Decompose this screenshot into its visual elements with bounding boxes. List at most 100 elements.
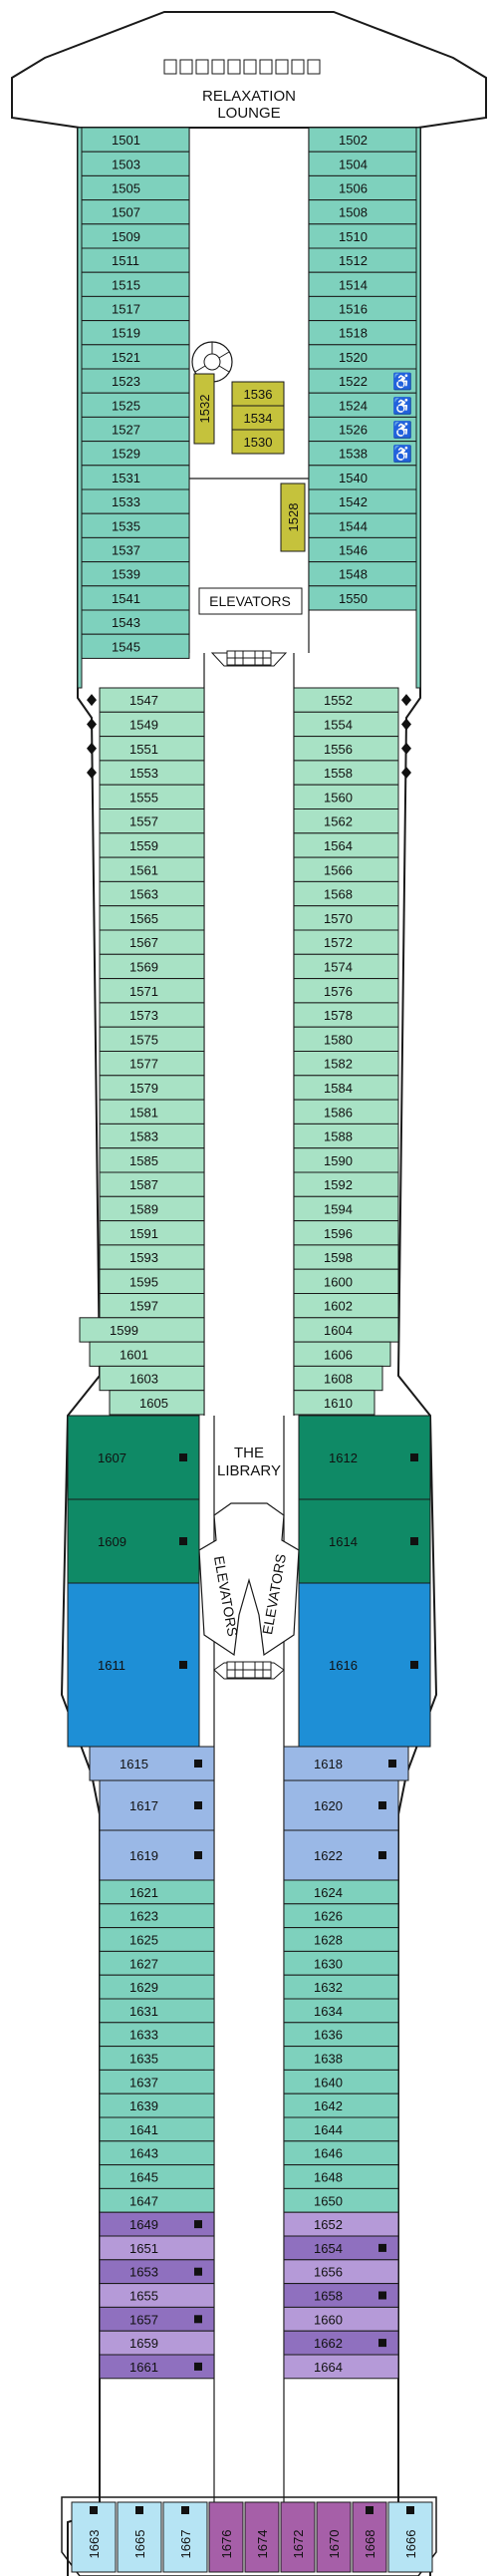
cabin-1526[interactable]: 1526♿ <box>308 416 417 443</box>
cabin-1523[interactable]: 1523 <box>81 368 190 394</box>
cabin-1610[interactable]: 1610 <box>293 1390 375 1416</box>
cabin-1614[interactable]: 1614 <box>298 1498 431 1584</box>
cabin-1602-box[interactable] <box>293 1293 399 1319</box>
cabin-1585[interactable]: 1585 <box>99 1147 205 1173</box>
cabin-1544[interactable]: 1544 <box>308 512 417 538</box>
cabin-1672-box[interactable] <box>280 2501 316 2573</box>
cabin-1575[interactable]: 1575 <box>99 1026 205 1052</box>
cabin-1578-box[interactable] <box>293 1002 399 1028</box>
cabin-1580-box[interactable] <box>293 1026 399 1052</box>
cabin-1571-box[interactable] <box>99 978 205 1004</box>
cabin-1540[interactable]: 1540 <box>308 465 417 490</box>
cabin-1505[interactable]: 1505 <box>81 174 190 201</box>
cabin-1534-box[interactable] <box>231 405 285 431</box>
cabin-1509[interactable]: 1509 <box>81 223 190 249</box>
cabin-1529[interactable]: 1529 <box>81 441 190 467</box>
cabin-1510-box[interactable] <box>308 223 417 249</box>
cabin-1527-box[interactable] <box>81 416 190 443</box>
cabin-1550[interactable]: 1550 <box>308 585 417 611</box>
cabin-1656[interactable]: 1656 <box>283 2259 399 2285</box>
cabin-1556-box[interactable] <box>293 736 399 762</box>
cabin-1520[interactable]: 1520 <box>308 344 417 370</box>
cabin-1608-box[interactable] <box>293 1365 383 1392</box>
cabin-1665[interactable]: 1665 <box>117 2501 162 2573</box>
cabin-1526-box[interactable] <box>308 416 417 443</box>
cabin-1626[interactable]: 1626 <box>283 1903 399 1929</box>
cabin-1593-box[interactable] <box>99 1244 205 1270</box>
cabin-1600[interactable]: 1600 <box>293 1268 399 1294</box>
cabin-1638[interactable]: 1638 <box>283 2046 399 2071</box>
cabin-1633[interactable]: 1633 <box>99 2022 215 2048</box>
cabin-1611-box[interactable] <box>67 1582 200 1748</box>
cabin-1600-box[interactable] <box>293 1268 399 1294</box>
cabin-1616[interactable]: 1616 <box>298 1582 431 1748</box>
cabin-1507-box[interactable] <box>81 199 190 225</box>
cabin-1636[interactable]: 1636 <box>283 2022 399 2048</box>
cabin-1608[interactable]: 1608 <box>293 1365 383 1392</box>
cabin-1598[interactable]: 1598 <box>293 1244 399 1270</box>
cabin-1605-box[interactable] <box>109 1390 205 1416</box>
cabin-1564[interactable]: 1564 <box>293 832 399 858</box>
cabin-1543[interactable]: 1543 <box>81 609 190 635</box>
cabin-1601-box[interactable] <box>89 1341 205 1367</box>
cabin-1591[interactable]: 1591 <box>99 1220 205 1246</box>
cabin-1622[interactable]: 1622 <box>283 1829 399 1881</box>
cabin-1554-box[interactable] <box>293 711 399 738</box>
cabin-1634[interactable]: 1634 <box>283 1998 399 2024</box>
cabin-1538-box[interactable] <box>308 441 417 467</box>
cabin-1578[interactable]: 1578 <box>293 1002 399 1028</box>
cabin-1615-box[interactable] <box>89 1746 215 1781</box>
cabin-1554[interactable]: 1554 <box>293 711 411 738</box>
cabin-1562[interactable]: 1562 <box>293 808 399 834</box>
cabin-1536[interactable]: 1536 <box>231 381 285 407</box>
cabin-1519[interactable]: 1519 <box>81 320 190 346</box>
cabin-1611[interactable]: 1611 <box>67 1582 200 1748</box>
cabin-1575-box[interactable] <box>99 1026 205 1052</box>
cabin-1501[interactable]: 1501 <box>81 127 190 153</box>
cabin-1657[interactable]: 1657 <box>99 2306 215 2332</box>
cabin-1553[interactable]: 1553 <box>87 760 205 786</box>
cabin-1512[interactable]: 1512 <box>308 247 417 273</box>
cabin-1517[interactable]: 1517 <box>81 295 190 322</box>
cabin-1672[interactable]: 1672 <box>280 2501 316 2573</box>
cabin-1560-box[interactable] <box>293 784 399 810</box>
cabin-1588[interactable]: 1588 <box>293 1123 399 1149</box>
cabin-1549[interactable]: 1549 <box>87 711 205 738</box>
cabin-1567-box[interactable] <box>99 929 205 955</box>
cabin-1580[interactable]: 1580 <box>293 1026 399 1052</box>
cabin-1577-box[interactable] <box>99 1051 205 1077</box>
cabin-1506[interactable]: 1506 <box>308 174 417 201</box>
cabin-1654[interactable]: 1654 <box>283 2235 399 2261</box>
cabin-1515[interactable]: 1515 <box>81 271 190 297</box>
cabin-1521[interactable]: 1521 <box>81 344 190 370</box>
cabin-1545[interactable]: 1545 <box>81 633 190 659</box>
cabin-1534[interactable]: 1534 <box>231 405 285 431</box>
cabin-1539[interactable]: 1539 <box>81 561 190 587</box>
cabin-1664-box[interactable] <box>283 2354 399 2380</box>
cabin-1628[interactable]: 1628 <box>283 1927 399 1952</box>
cabin-1587-box[interactable] <box>99 1171 205 1197</box>
cabin-1543-box[interactable] <box>81 609 190 635</box>
cabin-1516-box[interactable] <box>308 295 417 322</box>
cabin-1532-box[interactable] <box>193 373 215 445</box>
cabin-1640[interactable]: 1640 <box>283 2069 399 2094</box>
cabin-1603-box[interactable] <box>99 1365 205 1392</box>
cabin-1557[interactable]: 1557 <box>99 808 205 834</box>
cabin-1596-box[interactable] <box>293 1220 399 1246</box>
cabin-1558[interactable]: 1558 <box>293 760 411 786</box>
cabin-1641[interactable]: 1641 <box>99 2116 215 2142</box>
cabin-1581-box[interactable] <box>99 1099 205 1125</box>
cabin-1566-box[interactable] <box>293 856 399 882</box>
cabin-1545-box[interactable] <box>81 633 190 659</box>
cabin-1501-box[interactable] <box>81 127 190 153</box>
cabin-1652[interactable]: 1652 <box>283 2211 399 2237</box>
cabin-1561-box[interactable] <box>99 856 205 882</box>
cabin-1599[interactable]: 1599 <box>79 1317 205 1343</box>
cabin-1522-box[interactable] <box>308 368 417 394</box>
cabin-1624[interactable]: 1624 <box>283 1879 399 1905</box>
cabin-1503-box[interactable] <box>81 151 190 176</box>
cabin-1589[interactable]: 1589 <box>99 1195 205 1222</box>
cabin-1607[interactable]: 1607 <box>67 1415 200 1500</box>
cabin-1514[interactable]: 1514 <box>308 271 417 297</box>
cabin-1509-box[interactable] <box>81 223 190 249</box>
